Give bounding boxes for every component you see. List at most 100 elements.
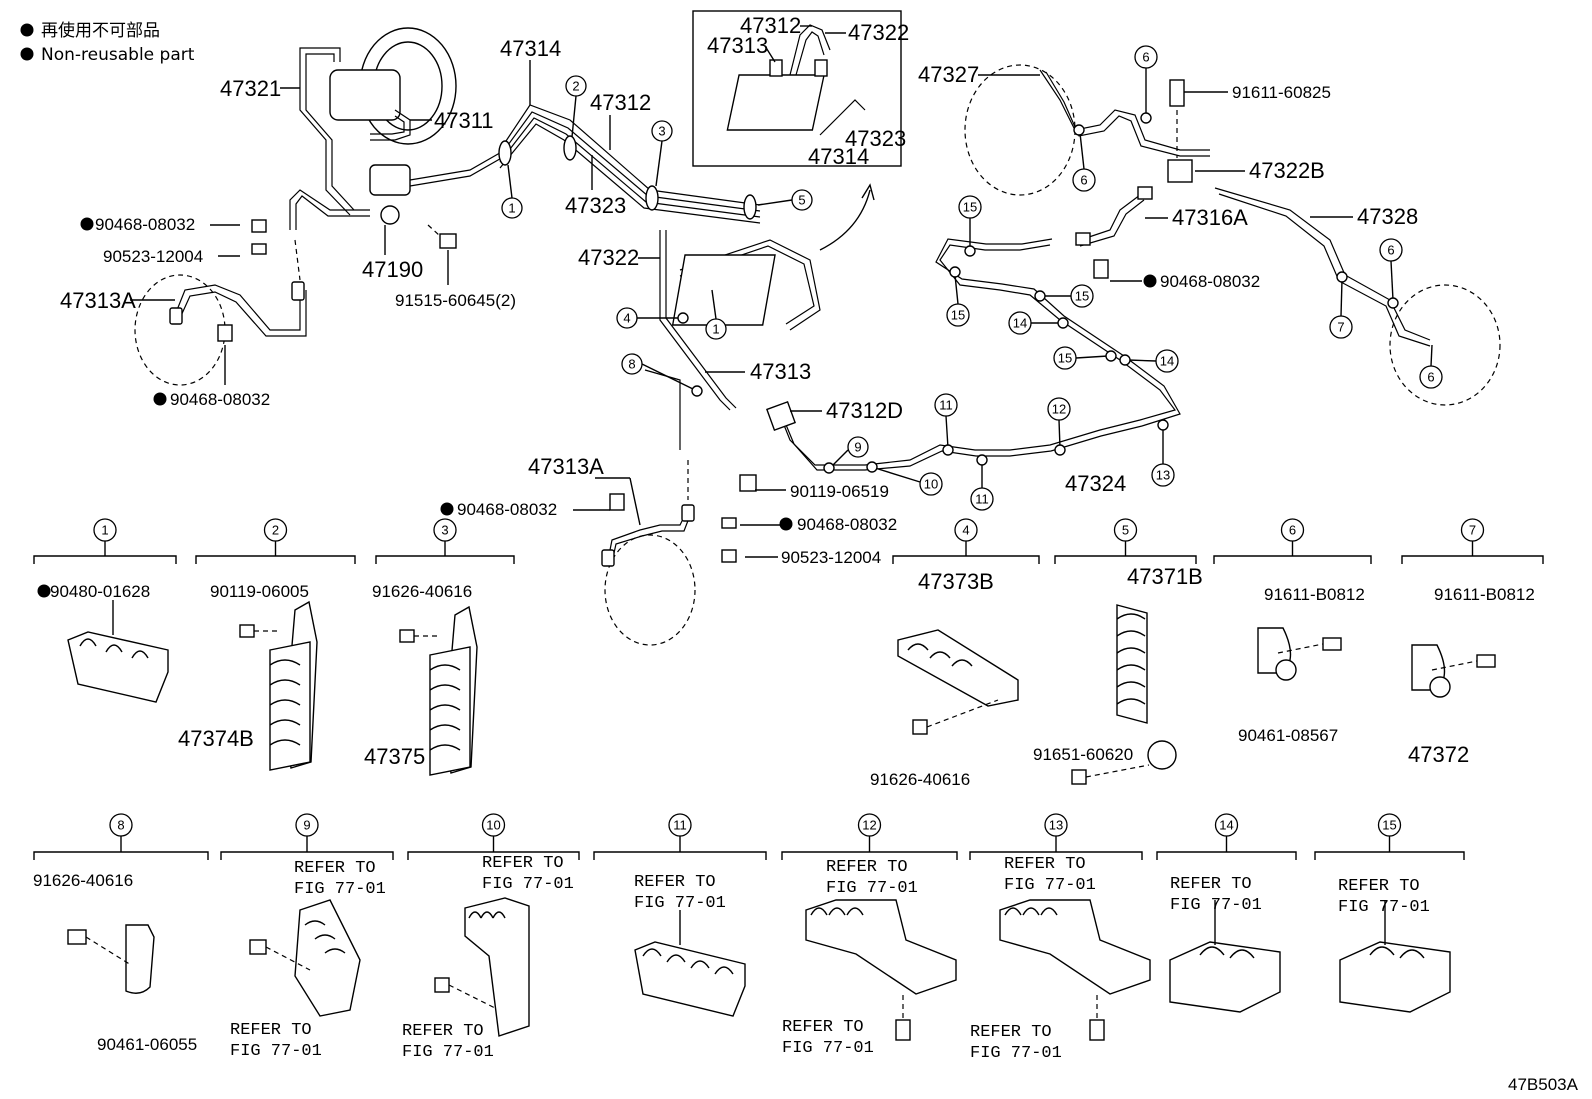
group-number: 1 [101, 523, 108, 538]
part-drawing [67, 600, 169, 703]
figure-code: 47B503A [1508, 1075, 1579, 1094]
rear-brake-tube [739, 186, 1181, 492]
group-number: 10 [486, 818, 500, 833]
group-8-label-2: 90461-06055 [97, 1035, 197, 1054]
group-number-callout: 2 [263, 518, 288, 542]
callout-15-c: 15 [1070, 284, 1094, 308]
group-bracket [1314, 851, 1465, 860]
group-number-callout: 1 [93, 518, 117, 542]
rear-wheel-tubes [964, 64, 1501, 406]
arrow-icon [861, 183, 875, 201]
bolt-drawing [439, 233, 457, 249]
label-47322B: 47322B [1249, 158, 1325, 183]
group-3-label-1: 91626-40616 [372, 582, 472, 601]
label-90468-08032-c: 90468-08032 [457, 500, 557, 519]
callout-8: 8 [621, 353, 643, 375]
part-drawing [634, 910, 746, 1017]
svg-text:1: 1 [712, 322, 719, 337]
label-90468-08032-a: 90468-08032 [95, 215, 195, 234]
svg-text:1: 1 [508, 201, 515, 216]
group-number: 8 [117, 818, 124, 833]
group-bracket [593, 851, 767, 860]
label-47322: 47322 [578, 245, 639, 270]
group-number-callout: 6 [1280, 518, 1305, 542]
group-3-label-2: 47375 [364, 744, 425, 769]
main-tube-bundle [498, 104, 875, 450]
group-bracket [1054, 555, 1197, 564]
proportioning-valve-drawing [369, 164, 411, 196]
label-47313A-b: 47313A [528, 454, 604, 479]
svg-text:6: 6 [1427, 370, 1434, 385]
group-1-label-1: 90480-01628 [50, 582, 150, 601]
svg-text:11: 11 [975, 492, 989, 507]
svg-text:15: 15 [951, 308, 965, 323]
group-number-callout: 4 [954, 518, 978, 542]
group-number-callout: 5 [1113, 518, 1138, 542]
group-2-label-2: 47374B [178, 726, 254, 751]
callout-1-b: 1 [705, 318, 727, 340]
junction-inset [692, 10, 902, 167]
group-11-label-2: FIG 77-01 [634, 894, 726, 913]
label-47314: 47314 [500, 36, 561, 61]
group-7-label-1: 91611-B0812 [1434, 585, 1535, 604]
part-drawing [434, 897, 530, 1037]
inset-label-47313: 47313 [707, 33, 768, 58]
svg-text:6: 6 [1080, 173, 1087, 188]
callout-14-b: 14 [1155, 349, 1179, 373]
callout-10: 10 [919, 472, 943, 496]
part-drawing [1257, 627, 1342, 681]
label-90468-08032-e: 90468-08032 [1160, 272, 1260, 291]
group-7-label-2: 47372 [1408, 742, 1469, 767]
bullet-icon [779, 517, 793, 531]
label-47313: 47313 [750, 359, 811, 384]
bullet-icon [80, 217, 94, 231]
group-number-callout: 9 [295, 813, 319, 837]
part-drawing [67, 924, 155, 994]
callout-6-d: 6 [1419, 365, 1443, 389]
bullet-icon [20, 47, 34, 61]
group-10-label-3: REFER TO [402, 1022, 484, 1041]
master-cylinder-assembly [289, 27, 506, 249]
svg-text:14: 14 [1013, 316, 1027, 331]
group-bracket [33, 555, 177, 564]
group-bracket [195, 555, 356, 564]
front-left-flex-hose [134, 219, 307, 386]
group-number: 5 [1122, 523, 1129, 538]
front-right-flex-hose [601, 460, 696, 646]
bullet-icon [1143, 274, 1157, 288]
group-9-label-4: FIG 77-01 [230, 1042, 322, 1061]
svg-text:12: 12 [1052, 402, 1066, 417]
label-47321: 47321 [220, 76, 281, 101]
group-number: 4 [962, 523, 969, 538]
group-number-callout: 15 [1377, 813, 1402, 837]
label-91611-60825: 91611-60825 [1232, 83, 1331, 102]
group-number: 6 [1289, 523, 1296, 538]
svg-text:6: 6 [1387, 243, 1394, 258]
label-90523-12004-a: 90523-12004 [103, 247, 203, 266]
label-90468-08032-d: 90468-08032 [797, 515, 897, 534]
group-bracket [892, 555, 1040, 564]
svg-text:4: 4 [623, 311, 630, 326]
legend-english: Non-reusable part [41, 45, 195, 65]
legend: 再使用不可部品 Non-reusable part [20, 20, 195, 65]
group-number-callout: 3 [433, 518, 457, 542]
bullet-icon [153, 392, 167, 406]
svg-text:13: 13 [1156, 468, 1170, 483]
label-47328: 47328 [1357, 204, 1418, 229]
part-drawing [1169, 900, 1281, 1013]
bullet-icon [440, 502, 454, 516]
group-11-label-1: REFER TO [634, 873, 716, 892]
callout-13: 13 [1151, 463, 1175, 487]
label-47313A-a: 47313A [60, 288, 136, 313]
top-labels: 47321 47311 47314 47312 47323 47322 4719… [60, 13, 1418, 567]
bullet-icon [37, 584, 51, 598]
group-12-label-1: REFER TO [826, 858, 908, 877]
svg-text:2: 2 [572, 79, 579, 94]
